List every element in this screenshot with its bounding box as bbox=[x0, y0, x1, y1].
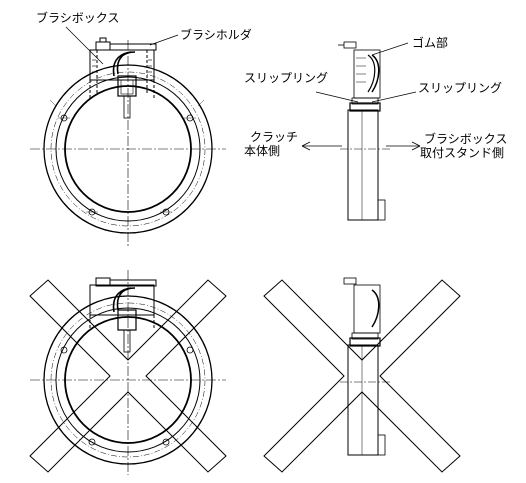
arrow-left-head bbox=[301, 141, 311, 151]
prohibition-cross-side bbox=[263, 279, 461, 473]
leader-slip-ring-right bbox=[371, 91, 417, 103]
front-view-correct bbox=[30, 26, 226, 248]
label-slip-ring-right: スリップリング bbox=[418, 81, 503, 95]
label-clutch-side-2: 本体側 bbox=[244, 144, 281, 158]
side-view-incorrect bbox=[263, 277, 461, 473]
label-brush-holder: ブラシホルダ bbox=[180, 28, 252, 42]
label-stand-side-2: 取付スタンド側 bbox=[420, 146, 505, 160]
leader-brush-box bbox=[65, 26, 104, 65]
label-slip-ring-left: スリップリング bbox=[244, 71, 329, 85]
arrow-right-head bbox=[411, 141, 421, 151]
bolt-holes bbox=[49, 99, 205, 216]
leader-rubber bbox=[371, 42, 409, 56]
front-view-incorrect bbox=[29, 270, 227, 475]
bolt-circle bbox=[50, 71, 206, 227]
label-rubber-part: ゴム部 bbox=[412, 36, 449, 50]
side-view-correct bbox=[301, 41, 421, 221]
label-brush-box: ブラシボックス bbox=[36, 11, 120, 25]
brush-box-assembly bbox=[89, 37, 157, 119]
label-stand-side-1: ブラシボックス bbox=[424, 132, 508, 146]
leader-brush-holder bbox=[149, 34, 179, 46]
prohibition-cross bbox=[29, 279, 227, 473]
leader-slip-ring-left bbox=[315, 91, 359, 103]
label-clutch-side-1: クラッチ bbox=[250, 130, 299, 144]
